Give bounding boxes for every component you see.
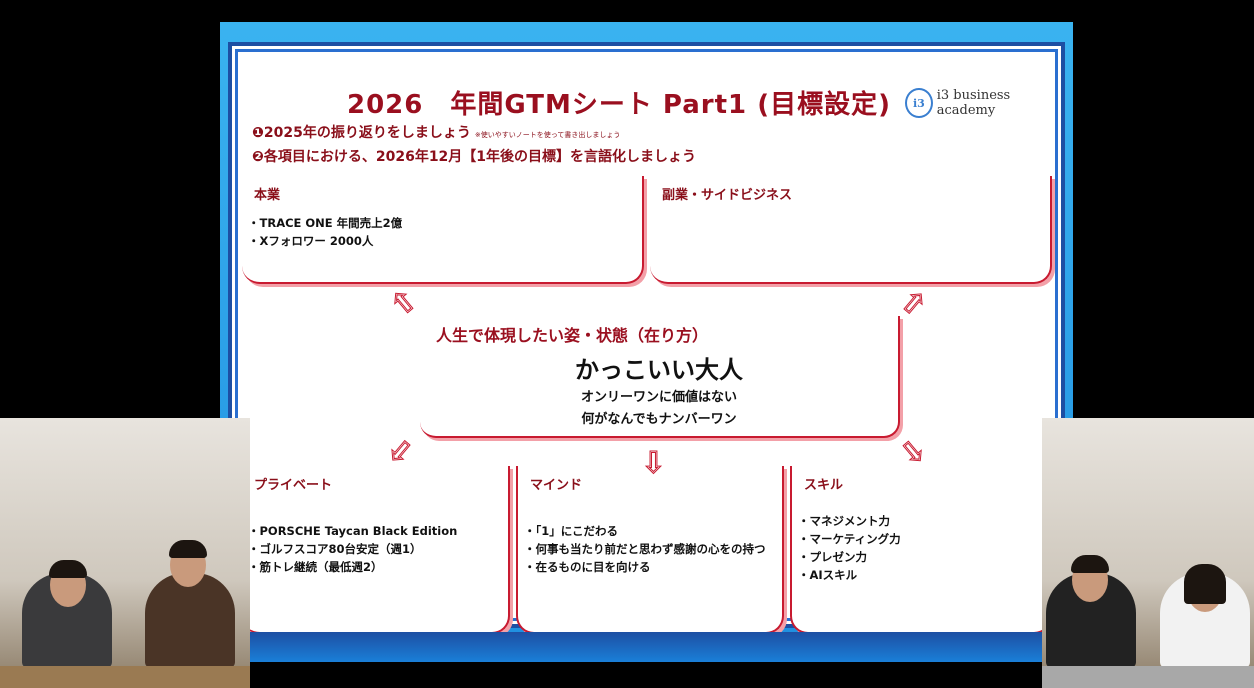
list-item: ・PORSCHE Taycan Black Edition [248, 524, 458, 538]
ideal-self-line-2: 何がなんでもナンバーワン [581, 412, 737, 427]
box-title: 副業・サイドビジネス [662, 188, 793, 203]
list-item: ・筋トレ継続（最低週2） [248, 560, 383, 574]
box-mind: マインド ・「1」にこだわる・何事も当たり前だと思わず感謝の心をの持つ・在るもの… [516, 466, 784, 634]
ideal-self-main: かっこいい大人 [575, 356, 743, 384]
ideal-self-line-1: オンリーワンに価値はない [580, 390, 737, 405]
logo-emblem-icon: i3 [905, 88, 933, 118]
box-skill: スキル ・マネジメント力・マーケティング力・プレゼン力・AIスキル [790, 466, 1052, 634]
box-side-business: 副業・サイドビジネス [650, 176, 1052, 284]
step-1-note: ※使いやすいノートを使って書き出しましょう [474, 131, 621, 139]
list-item: ・TRACE ONE 年間売上2億 [248, 216, 403, 230]
list-item: ・AIスキル [798, 568, 858, 582]
desk [0, 666, 250, 688]
slide-title: 2026 年間GTMシート Part1 (目標設定) [347, 90, 891, 120]
person-hair [49, 560, 87, 578]
ideal-self-box: 人生で体現したい姿・状態（在り方） かっこいい大人 オンリーワンに価値はない 何… [420, 316, 900, 438]
box-main-business: 本業 ・TRACE ONE 年間売上2億・Xフォロワー 2000人 [242, 176, 644, 284]
ideal-self-label: 人生で体現したい姿・状態（在り方） [436, 326, 709, 345]
list-item: ・マネジメント力 [798, 514, 890, 528]
arrow-down-icon: ⇧ [640, 443, 666, 479]
webcam-right [1042, 418, 1254, 688]
list-item: ・在るものに目を向ける [524, 560, 651, 574]
box-title: 本業 [254, 188, 281, 203]
person-hair [1071, 555, 1109, 573]
step-1-text: ❶2025年の振り返りをしましょう [252, 125, 471, 141]
person-hair [169, 540, 207, 558]
list-item: ・ゴルフスコア80台安定（週1） [248, 542, 422, 556]
list-item: ・「1」にこだわる [524, 524, 619, 538]
logo-text: i3 business academy [936, 88, 1011, 118]
box-private: プライベート ・PORSCHE Taycan Black Edition ・ゴルフ… [242, 466, 510, 634]
slide-footer-stripe [220, 632, 1073, 662]
box-title: プライベート [254, 478, 333, 493]
box-title: マインド [530, 478, 583, 493]
list-item: ・何事も当たり前だと思わず感謝の心をの持つ [524, 542, 766, 556]
person [145, 573, 235, 668]
step-2: ❷各項目における、2026年12月【1年後の目標】を言語化しましょう [252, 149, 697, 165]
desk-with-laptops [1042, 666, 1254, 688]
arrow-up-left-icon: ⇧ [383, 281, 426, 325]
webcam-left [0, 418, 250, 688]
step-1: ❶2025年の振り返りをしましょう※使いやすいノートを使って書き出しましょう [252, 122, 620, 142]
list-item: ・プレゼン力 [798, 550, 867, 564]
list-item: ・マーケティング力 [798, 532, 901, 546]
list-item: ・Xフォロワー 2000人 [248, 234, 374, 248]
person-hair [1184, 564, 1226, 604]
box-title: スキル [804, 478, 844, 493]
